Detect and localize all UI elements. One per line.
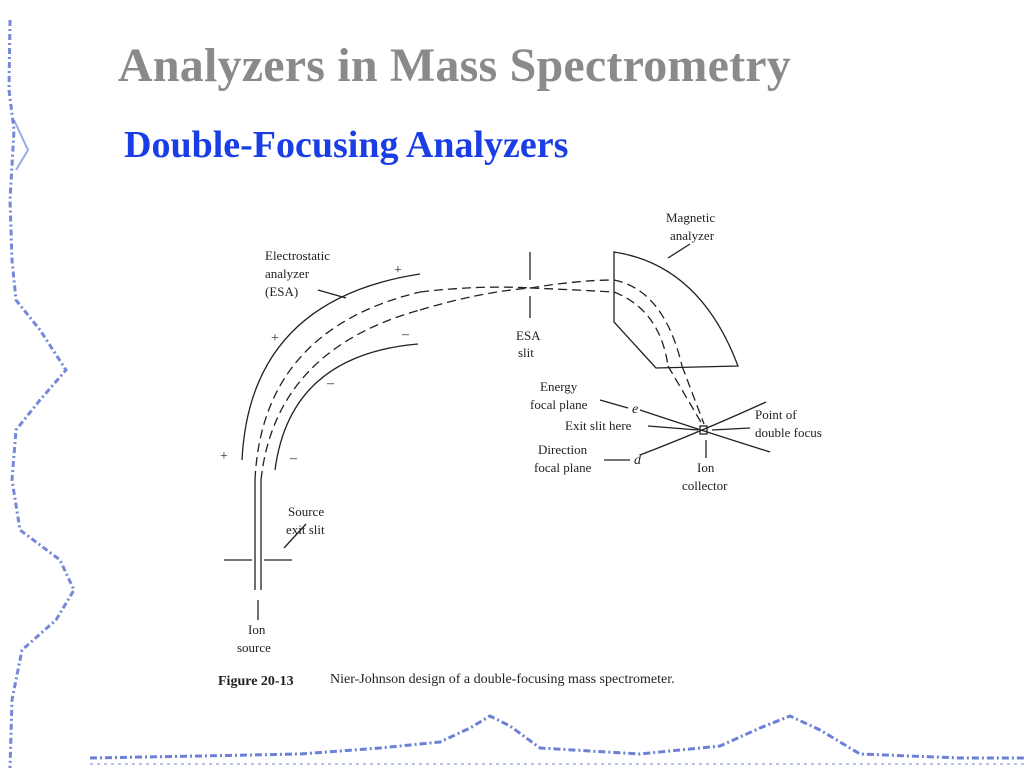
beam-to-magnet-1 xyxy=(529,279,615,289)
ion-collector-label-1: Ion xyxy=(697,460,715,475)
slide-subtitle: Double-Focusing Analyzers xyxy=(124,124,569,166)
direction-plane-label-2: focal plane xyxy=(534,460,592,475)
slide-title: Analyzers in Mass Spectrometry xyxy=(118,39,791,92)
minus-sign-inner-mid: – xyxy=(326,376,335,391)
point-focus-arrow xyxy=(711,427,751,431)
minus-sign-inner-top: – xyxy=(401,327,410,342)
direction-focal-plane xyxy=(639,401,767,456)
esa-beam-outer xyxy=(254,291,421,481)
exit-slit-label: Exit slit here xyxy=(565,418,632,433)
point-focus-label-1: Point of xyxy=(755,407,797,422)
esa-label-2: analyzer xyxy=(265,266,310,281)
ion-source-label-2: source xyxy=(237,640,271,655)
ion-collector-box xyxy=(699,425,708,435)
focus-beam-1 xyxy=(681,365,705,425)
source-slit-label-2: exit slit xyxy=(286,522,325,537)
energy-arrow xyxy=(599,399,629,409)
energy-focal-plane xyxy=(639,409,771,453)
energy-plane-label-2: focal plane xyxy=(530,397,588,412)
magnet-beam-2 xyxy=(613,291,669,367)
magnetic-analyzer-label-1: Magnetic xyxy=(666,210,715,225)
source-slit-arrow xyxy=(283,523,307,549)
figure-caption: Nier-Johnson design of a double-focusing… xyxy=(330,672,675,687)
esa-inner-plate xyxy=(274,343,419,471)
source-slit-label-1: Source xyxy=(288,504,324,519)
exit-slit-arrow xyxy=(647,425,699,431)
magnetic-analyzer-sector xyxy=(613,251,739,369)
figure-number: Figure 20-13 xyxy=(218,674,294,689)
plus-sign-outer-mid: + xyxy=(271,331,279,346)
direction-d-mark: d xyxy=(634,453,642,468)
esa-slit-label-1: ESA xyxy=(516,328,541,343)
esa-label-arrow xyxy=(317,289,347,299)
magnetic-analyzer-label-2: analyzer xyxy=(670,228,715,243)
plus-sign-outer-top: + xyxy=(394,263,402,278)
energy-e-mark: e xyxy=(632,402,638,417)
ion-source-label-1: Ion xyxy=(248,622,266,637)
point-focus-label-2: double focus xyxy=(755,425,822,440)
energy-plane-label-1: Energy xyxy=(540,379,578,394)
esa-label-3: (ESA) xyxy=(265,284,298,299)
magnet-beam-1 xyxy=(613,279,683,367)
plus-sign-outer-bottom: + xyxy=(220,449,228,464)
esa-slit-label-2: slit xyxy=(518,345,534,360)
esa-outer-plate xyxy=(241,273,421,461)
esa-beam-inner xyxy=(260,309,421,481)
beam-to-slit-2 xyxy=(419,287,531,311)
focus-beam-2 xyxy=(667,365,703,425)
ion-collector-label-2: collector xyxy=(682,478,728,493)
beam-to-slit-1 xyxy=(419,286,531,293)
esa-label-1: Electrostatic xyxy=(265,248,330,263)
direction-plane-label-1: Direction xyxy=(538,442,588,457)
minus-sign-inner-bottom: – xyxy=(289,451,298,466)
magnet-label-arrow xyxy=(667,243,691,259)
beam-to-magnet-2 xyxy=(529,287,615,293)
